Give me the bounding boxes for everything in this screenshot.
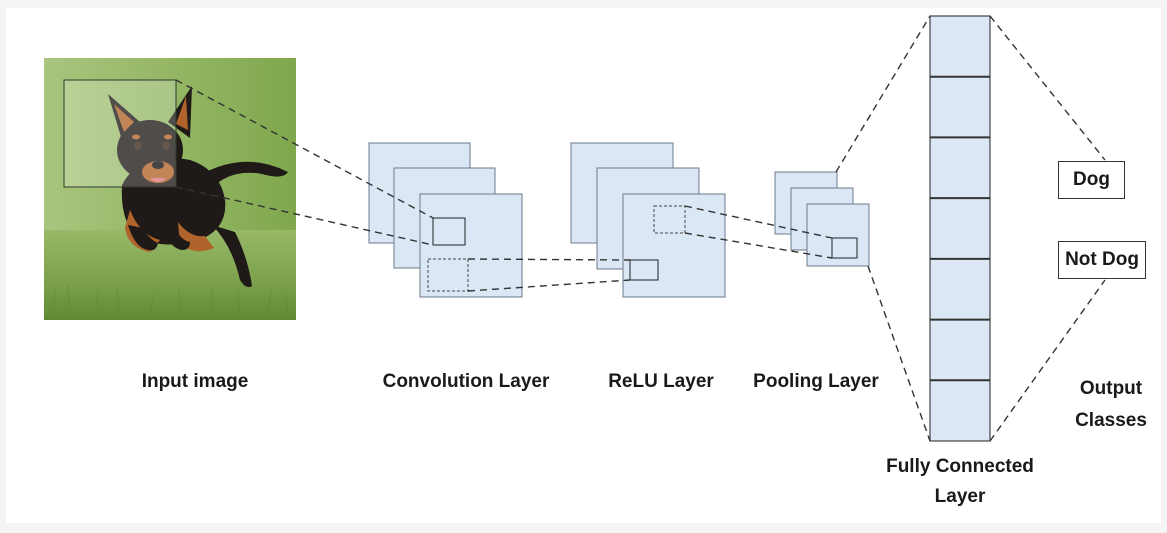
label-output-line1: Output [1079,378,1143,399]
relu-output-window [653,205,686,234]
connector-line [867,265,931,442]
label-input-image: Input image [141,371,249,392]
conv-kernel-window [432,217,466,246]
pool-window [831,237,858,259]
relu-input-window [629,259,659,281]
connector-lines [175,15,1106,442]
output-class-not-dog: Not Dog [1058,241,1146,279]
input-receptive-field [63,79,177,188]
label-fully-connected-line2: Layer [934,486,986,507]
relu-feature-map [622,193,726,298]
relu-feature-maps [570,142,726,298]
connector-line [684,205,833,239]
connector-line [467,279,631,292]
label-relu-layer: ReLU Layer [608,371,714,392]
conv-output-window [427,258,469,292]
label-fully-connected-line1: Fully Connected [886,456,1034,477]
connector-line [175,79,434,219]
fc-column [929,15,991,442]
dog-photo-icon [44,58,296,320]
connector-line [684,232,833,259]
connector-line [175,186,434,246]
label-convolution-layer: Convolution Layer [382,371,550,392]
output-class-label: Not Dog [1065,249,1139,270]
output-class-dog: Dog [1058,161,1125,199]
connector-line [835,15,931,173]
fully-connected-layer [929,15,991,442]
label-fully-connected-layer: Fully Connected Layer [875,454,1045,510]
label-pooling-layer: Pooling Layer [753,371,879,392]
label-output-classes: Output Classes [1058,376,1164,434]
output-class-label: Dog [1073,169,1110,190]
connector-line [989,279,1106,442]
connector-line [989,15,1106,161]
label-output-line2: Classes [1075,410,1147,431]
connector-line [467,258,631,261]
